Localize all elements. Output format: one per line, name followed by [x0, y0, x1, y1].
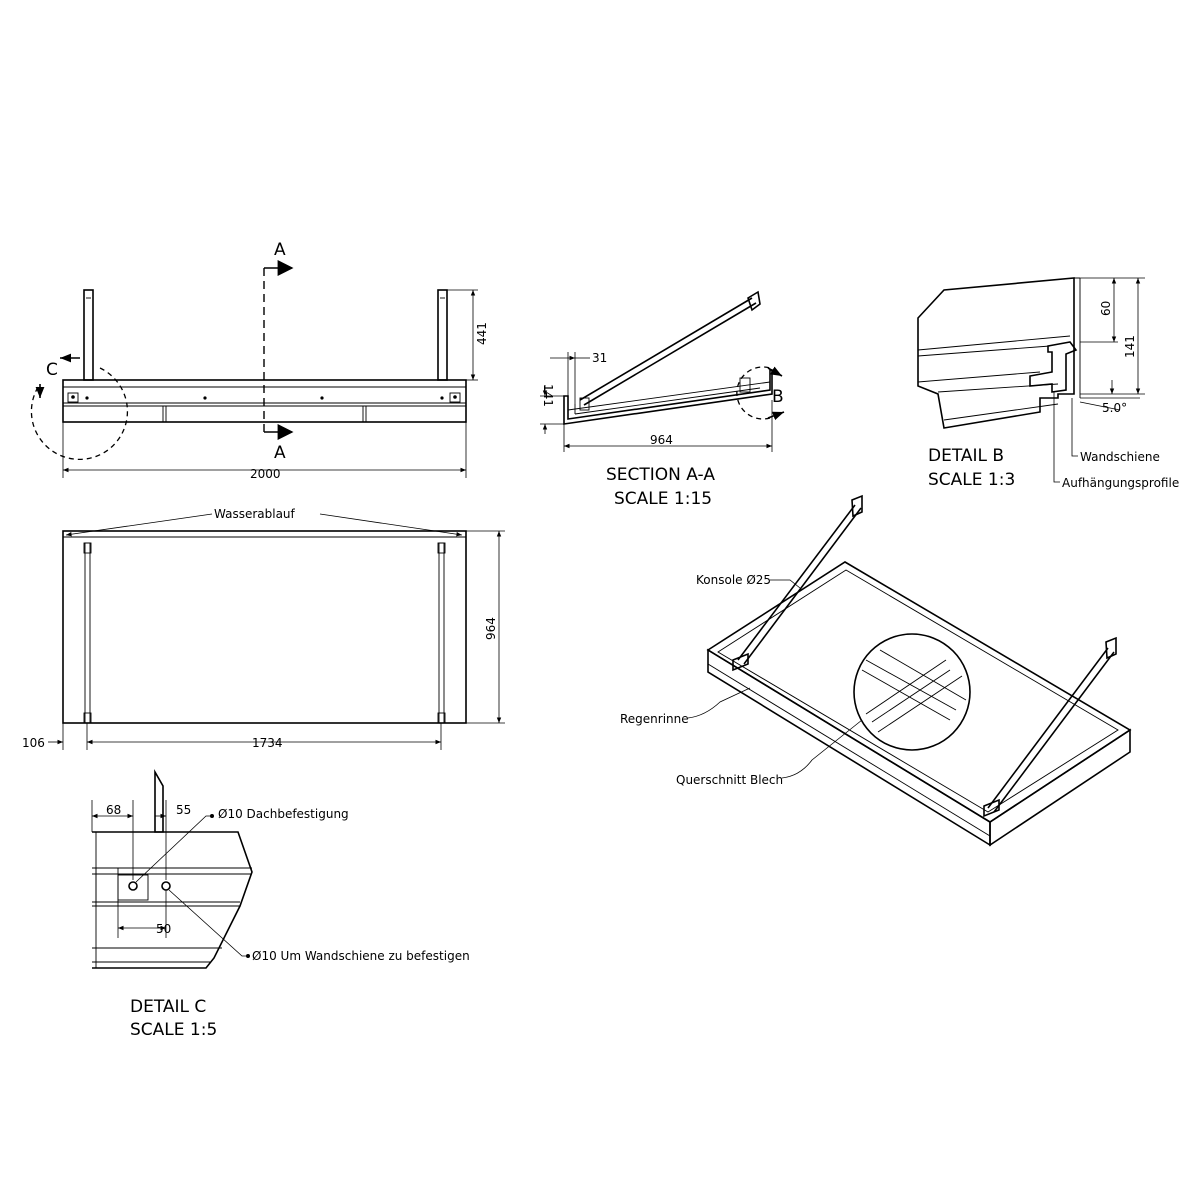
label-aufhaengungsprofile: Aufhängungsprofile [1062, 476, 1179, 490]
label-wasserablauf: Wasserablauf [214, 507, 296, 521]
detail-b: 60 141 5.0° Wandschiene Aufhängungsprofi… [917, 277, 1179, 490]
hole-roof-fix [128, 881, 138, 891]
iso-view: Konsole Ø25 Regenrinne Querschnitt Blech [620, 494, 1132, 847]
dim-55: 55 [176, 803, 191, 817]
dim-68: 68 [106, 803, 121, 817]
dim-1734: 1734 [252, 736, 283, 750]
label-wandschiene-befestigen: Ø10 Um Wandschiene zu befestigen [252, 949, 470, 963]
top-view: Wasserablauf 964 106 1734 [22, 507, 505, 750]
cross-section-circle [853, 633, 971, 751]
section-a-a: B 31 141 964 SECTION A-A SCALE 1:15 [540, 290, 785, 509]
hole-rail-fix [161, 881, 171, 891]
dim-50: 50 [156, 922, 171, 936]
detail-marker-c: C [46, 360, 58, 380]
section-scale: SCALE 1:15 [614, 489, 712, 509]
dim-141-detail: 141 [1123, 335, 1137, 358]
detail-b-scale: SCALE 1:3 [928, 470, 1015, 490]
detail-b-circle [736, 366, 771, 420]
canopy-top [62, 530, 467, 724]
bracket-left [83, 289, 94, 381]
angle-5deg: 5.0° [1102, 401, 1127, 415]
dim-441: 441 [475, 322, 489, 345]
dim-31: 31 [592, 351, 607, 365]
detail-c: 68 55 50 Ø10 Dachbefestigung Ø10 Um Wand… [91, 768, 470, 1040]
label-dachbefestigung: Ø10 Dachbefestigung [218, 807, 349, 821]
dim-141-section: 141 [541, 384, 555, 407]
section-title: SECTION A-A [606, 465, 715, 485]
detail-marker-b: B [772, 387, 784, 407]
label-wandschiene: Wandschiene [1080, 450, 1160, 464]
dim-106: 106 [22, 736, 45, 750]
dim-2000: 2000 [250, 467, 281, 481]
detail-c-scale: SCALE 1:5 [130, 1020, 217, 1040]
detail-c-bracket [154, 768, 164, 833]
label-regenrinne: Regenrinne [620, 712, 689, 726]
front-view: A A C 441 2000 [30, 240, 489, 481]
label-konsole: Konsole Ø25 [696, 573, 771, 587]
detail-b-profile [917, 277, 1075, 429]
detail-b-title: DETAIL B [928, 446, 1004, 466]
dim-964-top: 964 [484, 617, 498, 640]
hanging-profile-shape [1029, 341, 1078, 393]
label-querschnitt-blech: Querschnitt Blech [676, 773, 783, 787]
detail-c-title: DETAIL C [130, 997, 206, 1017]
section-letter-top: A [274, 240, 286, 260]
dim-60: 60 [1099, 301, 1113, 316]
dim-964-section: 964 [650, 433, 673, 447]
detail-c-circle [30, 367, 129, 460]
section-letter-bottom: A [274, 443, 286, 463]
bracket-right [437, 289, 448, 381]
